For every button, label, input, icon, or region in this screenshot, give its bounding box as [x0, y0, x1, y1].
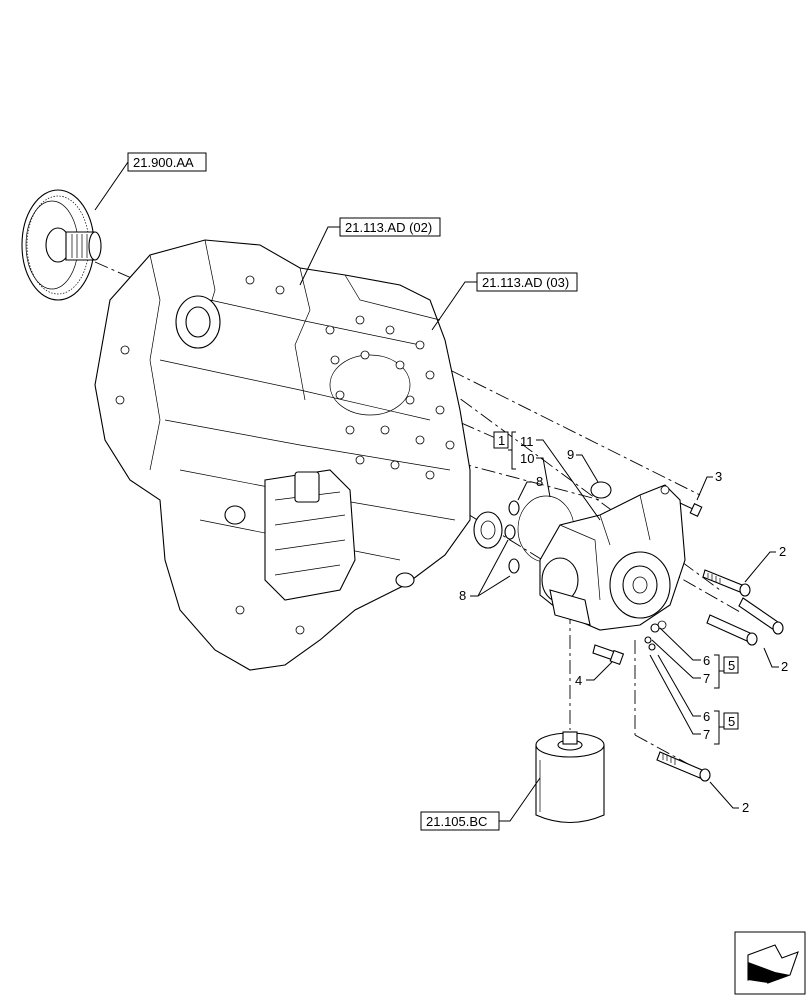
- callout-6: 6: [703, 653, 710, 668]
- callout-number: 1: [498, 433, 505, 448]
- callout-3: 3: [715, 469, 722, 484]
- callout-5: 5: [728, 714, 735, 729]
- callout-2-middle: 2: [781, 659, 788, 674]
- final-drive-gear: [21, 189, 102, 301]
- callout-1-bracket: 1: [493, 431, 516, 470]
- cover-bolt-pattern: [115, 275, 455, 635]
- ref-label: 21.113.AD (03): [482, 275, 569, 290]
- callout-8: 8: [459, 588, 466, 603]
- callout-6-7-5-lower: 6 7 5: [649, 654, 739, 745]
- callout-5: 5: [728, 658, 735, 673]
- bolt-3: [679, 502, 703, 517]
- oil-filter: [535, 731, 605, 823]
- ref-label: 21.105.BC: [426, 814, 487, 829]
- ref-label: 21.113.AD (02): [345, 220, 432, 235]
- callout-7: 7: [703, 671, 710, 686]
- callout-6: 6: [703, 709, 710, 724]
- callout-11: 11: [520, 434, 534, 449]
- callout-2-upper: 2: [779, 544, 786, 559]
- bolt-2-lower: [656, 751, 711, 782]
- callout-8-top: 8: [536, 474, 543, 489]
- next-page-arrow-icon[interactable]: [734, 931, 806, 995]
- ref-label: 21.900.AA: [133, 155, 194, 170]
- plugs-6-7: [644, 623, 660, 651]
- bolt-4: [592, 644, 625, 666]
- ref-box-21-105-bc[interactable]: 21.105.BC: [420, 811, 500, 831]
- bolt-2-upper: [702, 569, 751, 597]
- callout-2-lower: 2: [742, 800, 749, 815]
- ref-box-21-900-aa[interactable]: 21.900.AA: [127, 152, 207, 172]
- filter-head-assembly: [539, 484, 686, 631]
- transmission-housing: [94, 239, 503, 671]
- ref-box-21-113-ad-03[interactable]: 21.113.AD (03): [476, 272, 578, 292]
- bolt-2-middle: [706, 597, 784, 646]
- ref-box-21-113-ad-02[interactable]: 21.113.AD (02): [339, 217, 441, 237]
- callout-9: 9: [567, 447, 574, 462]
- ring-9: [590, 481, 612, 499]
- callout-10: 10: [520, 451, 534, 466]
- o-rings-8: [504, 500, 520, 574]
- callout-7: 7: [703, 727, 710, 742]
- callout-6-7-5-upper: 6 7 5: [651, 627, 739, 689]
- callout-4: 4: [575, 673, 582, 688]
